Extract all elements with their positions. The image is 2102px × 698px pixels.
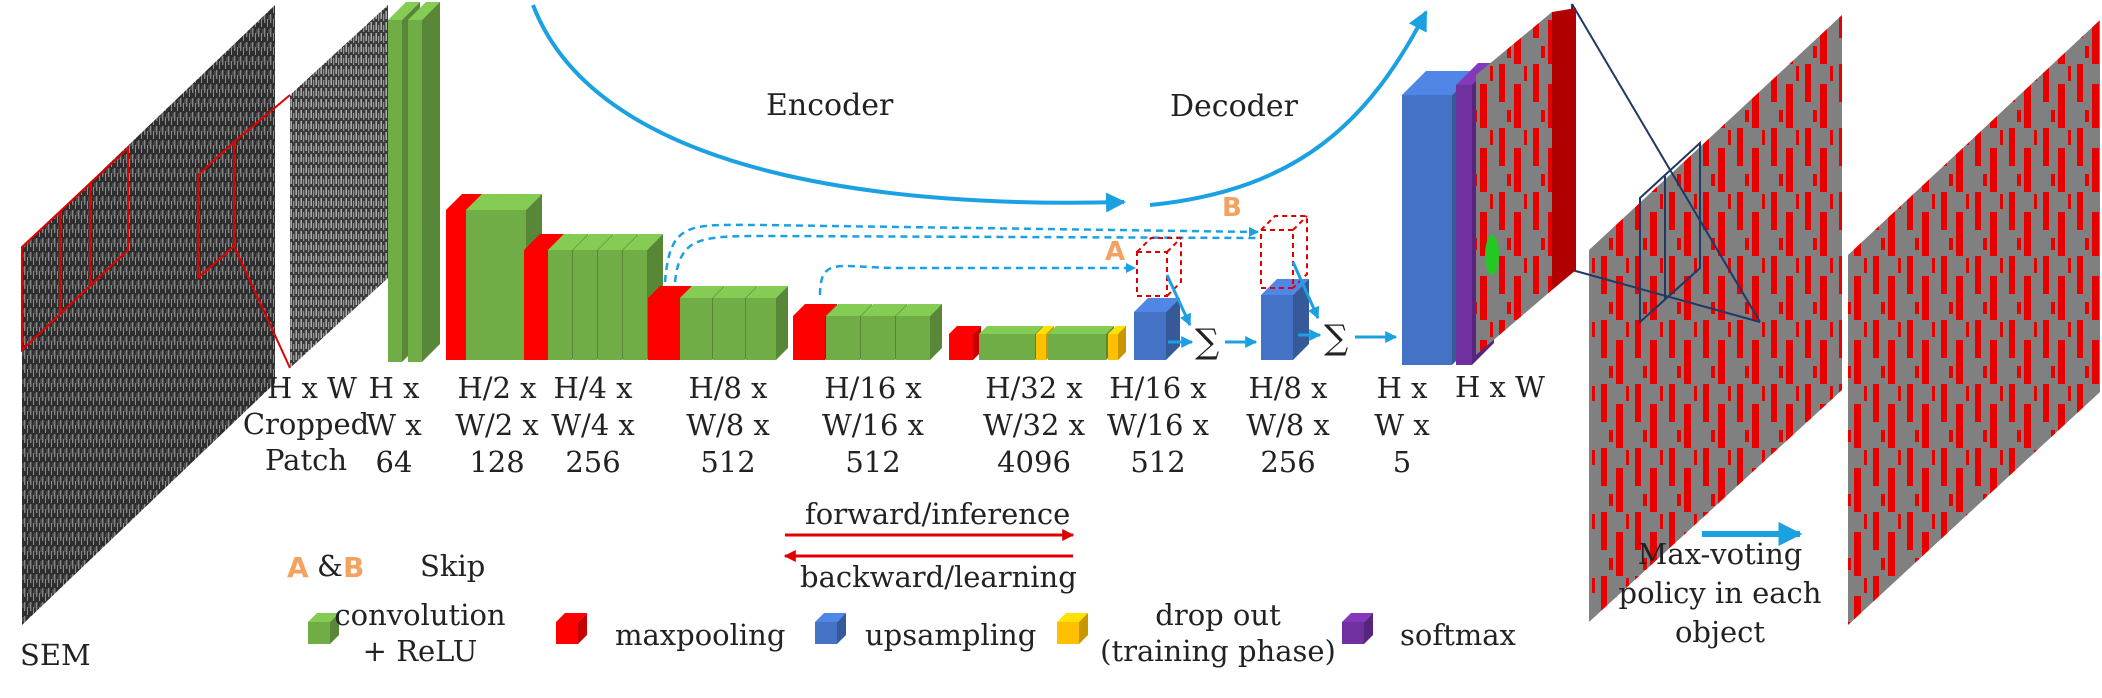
upsample-block-2 [1261,279,1309,360]
layer-7-dim-line-1: H/16 x [1109,371,1207,405]
forward-label: forward/inference [805,497,1070,531]
max-voting-label-2: policy in each [1619,576,1822,610]
legend-label-2-0: upsampling [865,618,1036,652]
legend-swatch-up [815,613,846,644]
conv-block-l4a [680,286,724,360]
decoder-title: Decoder [1170,89,1299,124]
skip-connection-a [818,263,1136,296]
layer-4-dim-line-2: W/8 x [686,408,770,442]
output-segmentation-block [1476,8,1576,355]
conv-block-l5c [896,304,942,360]
patch-label-1: H x W [267,371,357,405]
layer-9-dim-line-1: H x [1377,371,1428,405]
legend-swatch-pool [556,613,587,644]
decoder-arrow [1149,10,1428,207]
layer-3-dim-line-1: H/4 x [553,371,632,405]
skip-box-b [1260,215,1308,289]
layer-2-dim-line-2: W/2 x [455,408,539,442]
layer-6-dim-line-1: H/32 x [985,371,1083,405]
layer-3-dim-line-2: W/4 x [551,408,635,442]
sem-image [22,5,275,625]
legend-label-1-0: maxpooling [615,618,785,652]
legend-label-4-0: softmax [1400,618,1516,652]
layer-8-dim-line-2: W/8 x [1246,408,1330,442]
skip-b-marker: B [1222,193,1242,223]
legend-label-0-0: convolution [334,598,505,632]
layer-9-dim-line-3: 5 [1393,445,1411,479]
patch-label-2: Cropped [243,407,369,441]
legend-swatch-conv [308,613,339,644]
layer-1-dim-line-2: W x [366,408,421,442]
legend: convolution+ ReLU maxpooling upsampling dro… [308,598,1516,668]
encoder-arrow [531,4,1126,213]
max-voting-label-1: Max-voting [1638,537,1803,571]
output-dim-label: H x W [1455,370,1545,404]
skip-box-a [1136,237,1182,297]
segmentation-output-image [1589,15,1842,622]
layer-5-dim-line-3: 512 [845,445,900,479]
skipb-to-sum2-arrow [1291,261,1320,320]
layer-4-dim-line-3: 512 [700,445,755,479]
legend-swatch-drop [1057,613,1088,644]
skip-connection-b [663,223,1259,283]
backward-label: backward/learning [800,560,1077,594]
layer-7-dim-line-3: 512 [1130,445,1185,479]
layer-2-dim-line-3: 128 [469,445,524,479]
pool-block-l6 [949,326,981,360]
final-output-image [1848,20,2100,625]
flow-arrows [531,4,1803,562]
layer-2-dim-line-1: H/2 x [457,371,536,405]
skip-legend-b: B [343,551,364,584]
layer-4-dim-line-1: H/8 x [688,371,767,405]
legend-label-3-0: drop out [1155,598,1281,632]
layer-5-dim-line-1: H/16 x [824,371,922,405]
crop-zoom-lines [233,94,291,369]
encoder-title: Encoder [766,88,894,123]
legend-label-3-1: (training phase) [1100,634,1336,668]
layer-5-dim-line-2: W/16 x [822,408,924,442]
layer-1-dim-line-3: 64 [376,445,413,479]
conv-block-l6a [979,326,1043,360]
skip-legend-a: A [287,551,309,584]
legend-label-0-1: + ReLU [363,634,478,668]
sum-symbol-2: ∑ [1324,318,1348,358]
network-blocks [388,2,1576,365]
conv-block-l4c [746,286,788,360]
layer-3-dim-line-3: 256 [565,445,620,479]
text-labels: Encoder Decoder SEM H x W Cropped Patch … [20,88,1821,672]
layer-6-dim-line-2: W/32 x [983,408,1085,442]
layer-8-dim-line-1: H/8 x [1248,371,1327,405]
layer-6-dim-line-3: 4096 [997,445,1071,479]
layer-7-dim-line-2: W/16 x [1107,408,1209,442]
layer-8-dim-line-3: 256 [1260,445,1315,479]
legend-swatch-softmax [1342,613,1373,644]
sem-label: SEM [20,638,91,672]
max-voting-label-3: object [1675,615,1765,649]
conv-block-l6b [1048,326,1114,360]
dropout-block-2 [1108,326,1126,360]
skip-legend-amp: & [317,549,343,583]
image-panels [21,3,2100,625]
skipa-to-sum1-arrow [1165,274,1192,327]
upsample-block-1 [1134,298,1180,360]
skip-legend-label: Skip [420,549,485,583]
patch-label-3: Patch [265,443,347,477]
cropped-patch-image [290,5,388,368]
layer-9-dim-line-2: W x [1374,408,1429,442]
sum-symbol-1: ∑ [1195,322,1219,362]
layer-1-dim-line-1: H x [369,371,420,405]
conv-block-l1b [408,2,440,362]
skip-connection-b-2 [673,234,1259,283]
skip-a-marker: A [1105,237,1125,267]
